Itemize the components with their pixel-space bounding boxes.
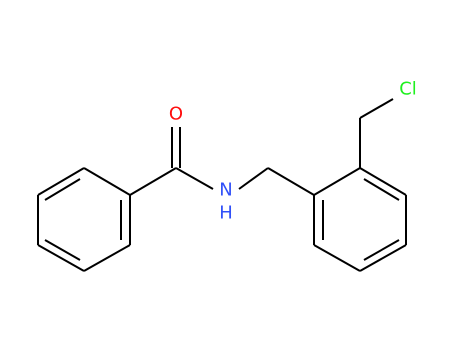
ring-to-carbonyl-bond <box>129 167 177 196</box>
chlorine-atom-label: Cl <box>399 79 417 100</box>
aromatic-inner-bond <box>363 178 400 201</box>
oxygen-atom-label: O <box>169 104 183 125</box>
ch2-to-chlorine-bond <box>359 98 394 119</box>
left-benzene-ring <box>37 167 131 272</box>
bond <box>37 167 85 196</box>
aromatic-inner-bond <box>44 178 81 201</box>
chloromethyl-group <box>359 98 394 168</box>
carbonyl-to-nitrogen-bond <box>175 167 214 190</box>
hydrogen-atom-label: H <box>219 203 233 224</box>
bond <box>83 244 131 272</box>
aromatic-inner-bond <box>363 239 400 261</box>
bond <box>313 167 361 196</box>
bond <box>37 244 85 272</box>
bond <box>313 244 361 272</box>
amide-group <box>129 127 315 196</box>
nitrogen-to-methylene-bond <box>238 167 269 190</box>
aromatic-inner-bond <box>44 239 81 261</box>
methylene-to-ring-bond <box>267 167 315 196</box>
bond <box>83 167 131 196</box>
bond <box>359 167 407 196</box>
nitrogen-atom-label: N <box>219 180 232 201</box>
bond <box>359 244 407 272</box>
right-benzene-ring <box>313 167 407 272</box>
